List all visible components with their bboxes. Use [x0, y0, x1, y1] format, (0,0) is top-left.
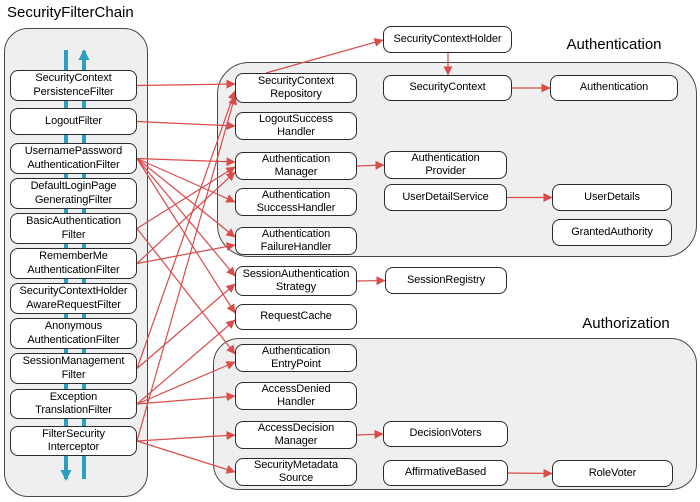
edge-rmaf-to-afh [136, 242, 236, 265]
edge-etf-to-aep [136, 361, 236, 405]
edge-am-to-ap [356, 160, 385, 170]
node-granted-authority: GrantedAuthority [552, 219, 672, 246]
relation-arrows [136, 37, 553, 478]
edge-adm-to-dv [356, 429, 384, 439]
edge-smf-to-sas [136, 283, 236, 369]
node-request-cache: RequestCache [235, 304, 357, 330]
edge-upaf-to-rc [136, 158, 236, 314]
edge-fsi-to-scr [136, 95, 238, 442]
node-security-context-holder-aware-request-filter: SecurityContextHolder AwareRequestFilter [10, 283, 137, 314]
node-security-context-holder: SecurityContextHolder [383, 26, 512, 53]
node-authentication-manager: Authentication Manager [235, 152, 357, 180]
node-authentication-failure-handler: Authentication FailureHandler [235, 227, 357, 255]
node-default-login-page-generating-filter: DefaultLoginPage GeneratingFilter [10, 178, 137, 209]
edge-smf-to-scr [136, 90, 237, 369]
edge-sas-to-sr [356, 276, 386, 286]
node-authentication-provider: Authentication Provider [384, 151, 507, 179]
node-authentication-object: Authentication [550, 75, 678, 101]
edge-baf-to-am [136, 166, 236, 230]
diagram-title: SecurityFilterChain [7, 4, 134, 21]
edge-rmaf-to-am [136, 171, 236, 264]
node-access-decision-manager: AccessDecision Manager [235, 421, 357, 449]
node-security-context-persistence-filter: SecurityContext PersistenceFilter [10, 70, 137, 101]
edge-fsi-to-adm [136, 431, 236, 442]
node-session-registry: SessionRegistry [385, 267, 507, 294]
node-user-detail-service: UserDetailService [384, 184, 507, 211]
edge-baf-to-aep [136, 228, 236, 355]
edge-scpf-to-scr [136, 79, 236, 89]
node-session-authentication-strategy: SessionAuthentication Strategy [235, 266, 357, 296]
node-username-password-authentication-filter: UsernamePassword AuthenticationFilter [10, 143, 137, 174]
node-logout-success-handler: LogoutSuccess Handler [235, 112, 357, 140]
node-security-metadata-source: SecurityMetadata Source [235, 458, 357, 486]
edge-etf-to-adh [136, 392, 236, 405]
node-anonymous-authentication-filter: Anonymous AuthenticationFilter [10, 318, 137, 349]
node-role-voter: RoleVoter [552, 460, 673, 487]
authentication-section-label: Authentication [566, 36, 662, 53]
node-basic-authentication-filter: BasicAuthentication Filter [10, 213, 137, 244]
node-security-context: SecurityContext [383, 75, 512, 101]
node-security-context-repository: SecurityContext Repository [235, 73, 357, 103]
node-decision-voters: DecisionVoters [383, 421, 508, 447]
node-remember-me-authentication-filter: RememberMe AuthenticationFilter [10, 248, 137, 279]
edge-upaf-to-ash [136, 157, 236, 203]
node-session-management-filter: SessionManagement Filter [10, 353, 137, 384]
edge-scr-to-sch [265, 37, 384, 74]
edge-fsi-to-sms [136, 440, 236, 474]
node-authentication-success-handler: Authentication SuccessHandler [235, 188, 357, 216]
node-affirmative-based: AffirmativeBased [383, 460, 508, 486]
node-exception-translation-filter: Exception TranslationFilter [10, 389, 137, 419]
edge-ab-to-rv [507, 468, 553, 478]
edge-logout-to-lsh [136, 120, 236, 131]
node-filter-security-interceptor: FilterSecurity Interceptor [10, 426, 137, 456]
edge-upaf-to-am [136, 157, 236, 167]
node-authentication-entry-point: Authentication EntryPoint [235, 344, 357, 372]
node-access-denied-handler: AccessDenied Handler [235, 382, 357, 410]
edge-etf-to-rc [136, 319, 236, 405]
authorization-section-label: Authorization [582, 315, 670, 332]
node-user-details: UserDetails [552, 184, 672, 211]
node-logout-filter: LogoutFilter [10, 108, 137, 135]
